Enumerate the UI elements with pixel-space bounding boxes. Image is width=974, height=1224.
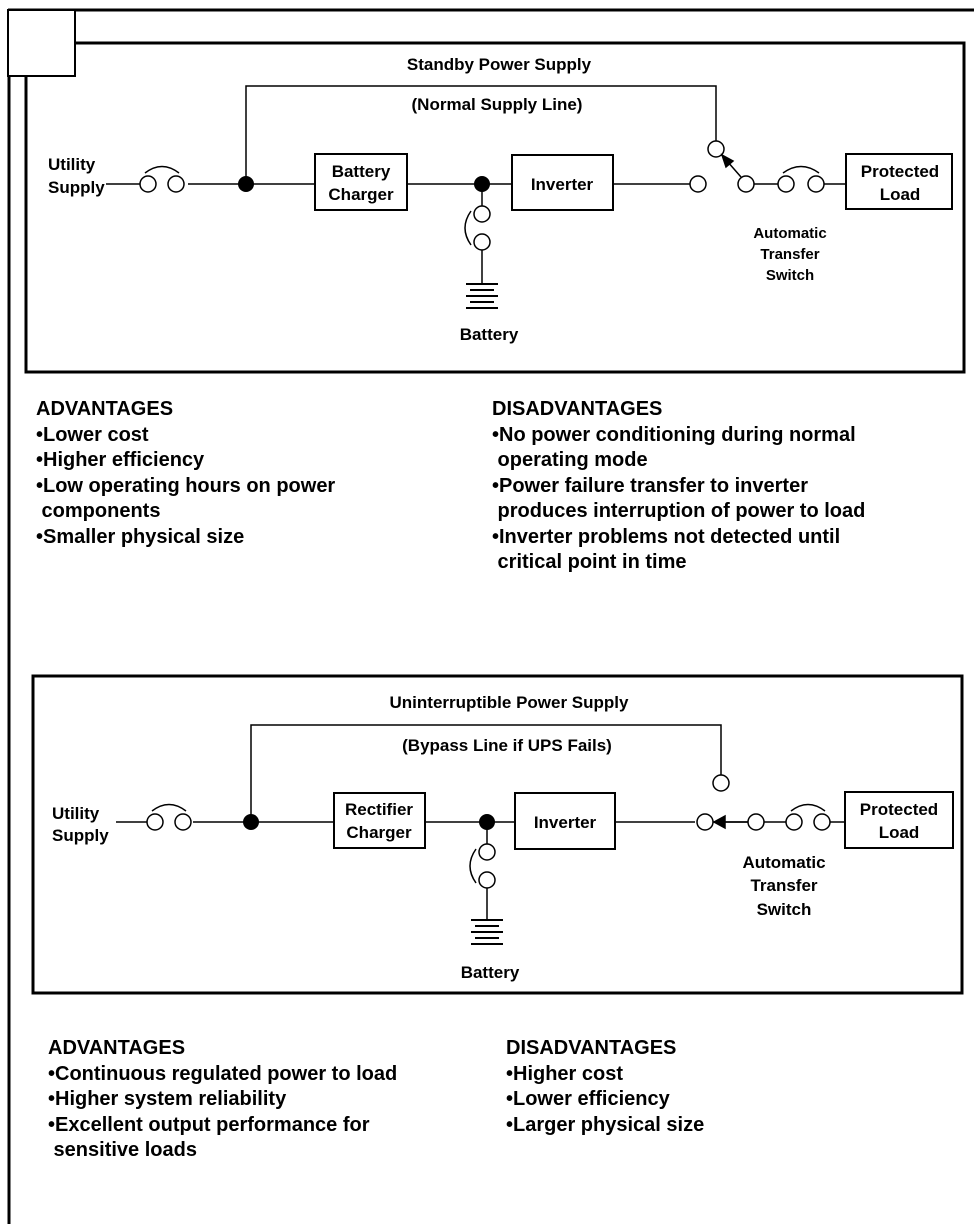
svg-text:Load: Load xyxy=(879,823,920,842)
list-item: •Smaller physical size xyxy=(36,525,245,548)
ups-utility-label: Utility xyxy=(52,804,100,823)
list-item: components xyxy=(36,500,161,522)
list-item: •Excellent output performance for xyxy=(48,1113,370,1136)
svg-text:Protected: Protected xyxy=(861,162,939,181)
ups-disadvantages: DISADVANTAGES •Higher cost •Lower efficien… xyxy=(506,1036,704,1138)
ups-line-label: (Bypass Line if UPS Fails) xyxy=(402,736,612,755)
list-item: •Higher system reliability xyxy=(48,1088,287,1110)
standby-switch-label: Automatic xyxy=(753,225,826,242)
list-item: •Lower cost xyxy=(36,423,149,446)
standby-switch-label: Switch xyxy=(766,267,814,284)
ups-frame xyxy=(31,674,964,995)
standby-load-breaker-icon xyxy=(777,165,825,193)
svg-text:Charger: Charger xyxy=(328,185,394,204)
normal-supply-line xyxy=(245,85,717,184)
svg-text:Protected: Protected xyxy=(860,800,938,819)
standby-battery-icon xyxy=(466,283,498,309)
ups-junction-dot-icon xyxy=(479,814,495,830)
standby-switch-label: Transfer xyxy=(760,246,819,263)
standby-battery-label: Battery xyxy=(460,325,519,344)
standby-battery-breaker-icon xyxy=(464,205,491,251)
svg-text:Inverter: Inverter xyxy=(531,175,594,194)
svg-text:Load: Load xyxy=(880,185,921,204)
standby-utility-label: Utility xyxy=(48,155,96,174)
list-item: •No power conditioning during normal xyxy=(492,423,856,446)
ups-load-breaker-icon xyxy=(785,803,831,831)
list-item: operating mode xyxy=(492,449,648,471)
ups-battery-breaker-icon xyxy=(469,843,496,889)
list-heading: DISADVANTAGES xyxy=(492,398,663,420)
standby-title: Standby Power Supply xyxy=(407,55,592,74)
list-item: •Inverter problems not detected until xyxy=(492,525,841,548)
ups-battery-icon xyxy=(471,919,503,945)
list-item: produces interruption of power to load xyxy=(492,500,866,522)
ups-switch-label: Automatic xyxy=(742,853,825,872)
bypass-line xyxy=(250,724,722,822)
standby-protected-load-box xyxy=(845,153,953,210)
list-item: sensitive loads xyxy=(48,1139,197,1161)
ups-utility-breaker-icon xyxy=(146,803,192,831)
standby-advantages: ADVANTAGES •Lower cost •Higher efficiency •… xyxy=(36,397,335,550)
svg-text:Inverter: Inverter xyxy=(534,813,597,832)
list-item: •Continuous regulated power to load xyxy=(48,1062,398,1085)
list-heading: DISADVANTAGES xyxy=(506,1037,677,1059)
standby-frame xyxy=(24,41,966,374)
list-item: •Higher efficiency xyxy=(36,449,205,471)
list-item: •Larger physical size xyxy=(506,1113,705,1136)
svg-text:Rectifier: Rectifier xyxy=(345,800,413,819)
list-heading: ADVANTAGES xyxy=(36,398,174,420)
ups-switch-label: Transfer xyxy=(750,876,817,895)
ups-junction-dot-icon xyxy=(243,814,259,830)
ups-transfer-switch-icon xyxy=(696,774,765,831)
ups-advantages: ADVANTAGES •Continuous regulated power to… xyxy=(48,1036,397,1164)
standby-utility-breaker-icon xyxy=(139,165,185,193)
standby-disadvantages: DISADVANTAGES •No power conditioning duri… xyxy=(492,397,865,576)
list-item: •Power failure transfer to inverter xyxy=(492,474,808,497)
standby-line-label: (Normal Supply Line) xyxy=(412,95,583,114)
svg-text:Battery: Battery xyxy=(332,162,391,181)
standby-junction-dot-icon xyxy=(238,176,254,192)
ups-diagram: Uninterruptible Power Supply (Bypass Lin… xyxy=(31,674,964,995)
standby-inverter-box xyxy=(511,154,614,211)
list-item: •Low operating hours on power xyxy=(36,474,336,497)
ups-rectifier-charger-box xyxy=(333,792,426,849)
list-item: •Lower efficiency xyxy=(506,1088,670,1110)
standby-transfer-switch-icon xyxy=(689,140,755,193)
standby-junction-dot-icon xyxy=(474,176,490,192)
ups-inverter-box xyxy=(514,792,616,850)
standby-diagram: Standby Power Supply (Normal Supply Line… xyxy=(7,9,966,374)
list-item: •Higher cost xyxy=(506,1062,624,1085)
list-item: critical point in time xyxy=(492,551,687,573)
ups-battery-label: Battery xyxy=(461,963,520,982)
standby-battery-charger-box xyxy=(314,153,408,211)
ups-utility-label: Supply xyxy=(52,826,109,845)
standby-utility-label: Supply xyxy=(48,178,105,197)
ups-protected-load-box xyxy=(844,791,954,849)
list-heading: ADVANTAGES xyxy=(48,1037,186,1059)
ups-title: Uninterruptible Power Supply xyxy=(390,693,630,712)
ups-switch-label: Switch xyxy=(757,900,812,919)
svg-text:Charger: Charger xyxy=(346,823,412,842)
